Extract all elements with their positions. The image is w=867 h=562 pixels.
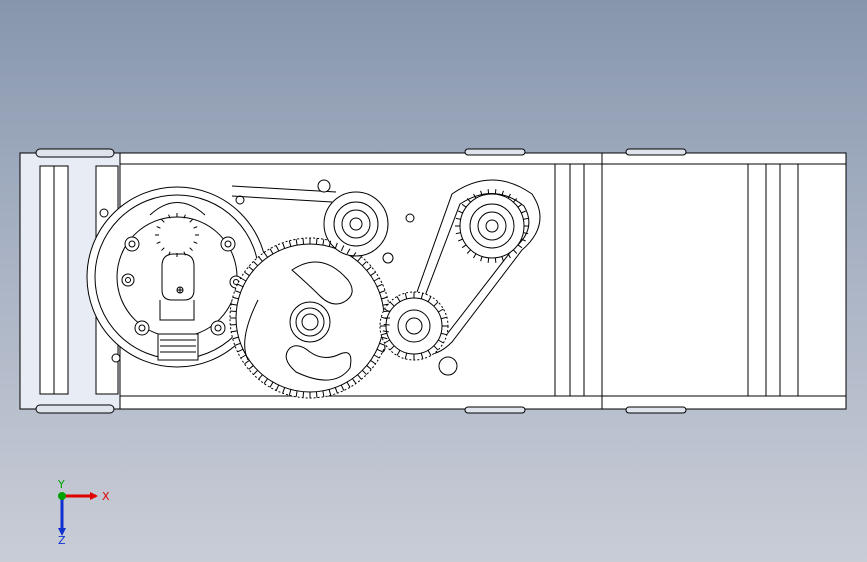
main-gear-teeth <box>230 238 390 398</box>
cam-hub <box>161 253 195 301</box>
upper-belt <box>231 185 337 203</box>
coordinate-triad: X Y Z <box>40 478 120 548</box>
x-axis-label: X <box>102 490 110 503</box>
upper-right-pulley-teeth <box>455 189 529 263</box>
upper-right-pulley <box>459 193 525 259</box>
idler-gear-teeth <box>380 292 448 360</box>
hub-gear-teeth <box>155 213 199 257</box>
y-axis-arrow <box>58 492 66 500</box>
z-axis-label: Z <box>58 534 66 547</box>
upper-pulley <box>317 179 389 257</box>
idler-gear <box>379 291 458 376</box>
y-axis-label: Y <box>57 478 65 491</box>
right-end-section <box>464 148 799 414</box>
